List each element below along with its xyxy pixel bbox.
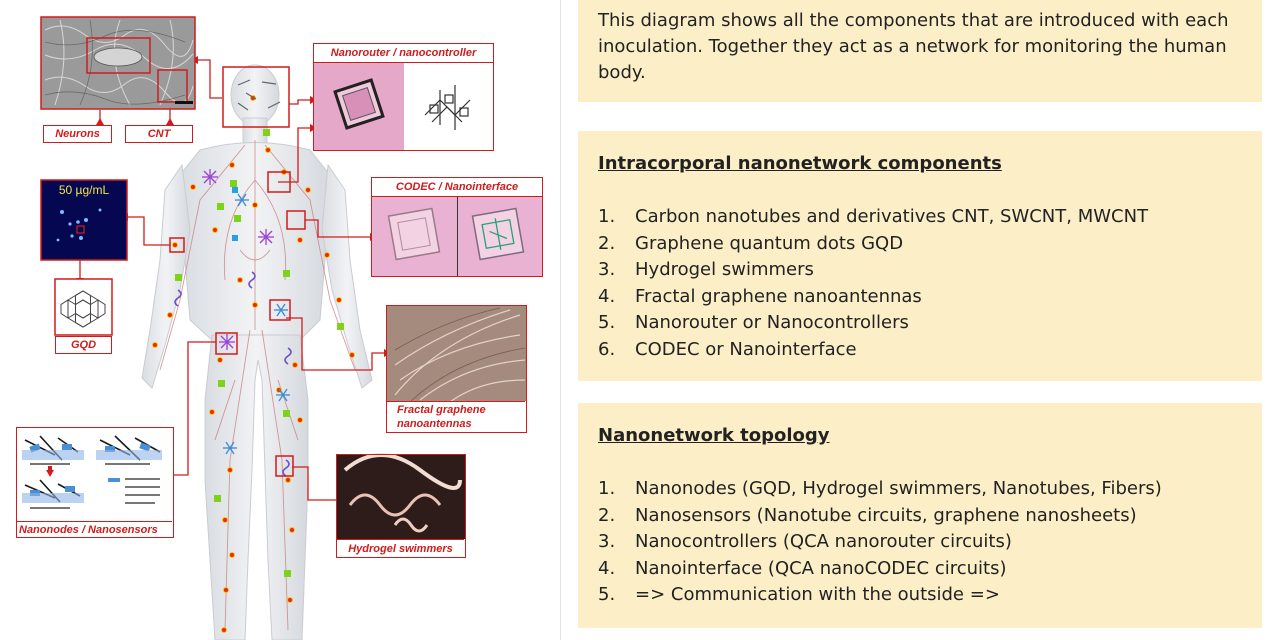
human-body-silhouette bbox=[141, 64, 373, 640]
hydrogel-image bbox=[337, 453, 465, 539]
components-box: Intracorporal nanonetwork components 1.C… bbox=[578, 131, 1262, 381]
list-item: 4.Fractal graphene nanoantennas bbox=[598, 285, 922, 307]
fractal-panel: Fractal graphene nanoantennas bbox=[386, 305, 527, 433]
list-item: 3.Nanocontrollers (QCA nanorouter circui… bbox=[598, 531, 1012, 552]
nanorouter-title: Nanorouter / nanocontroller bbox=[314, 44, 493, 63]
list-item: 5.=> Communication with the outside => bbox=[598, 584, 1000, 605]
list-item: 3.Hydrogel swimmers bbox=[598, 259, 814, 280]
fractal-image bbox=[387, 306, 526, 403]
gqd-concentration-label: 50 µg/mL bbox=[58, 183, 110, 197]
list-item: 1.Carbon nanotubes and derivatives CNT, … bbox=[598, 206, 1149, 227]
nanonodes-panel: Nanonodes / Nanosensors bbox=[16, 427, 174, 538]
nanonetwork-diagram: Neurons CNT Nanorouter / nanocontroller … bbox=[0, 0, 560, 640]
neurons-micrograph bbox=[40, 16, 196, 110]
list-item: 4.Nanointerface (QCA nanoCODEC circuits) bbox=[598, 557, 1007, 579]
body-highlight-boxes bbox=[169, 66, 306, 477]
nanoantenna-stars bbox=[202, 169, 274, 350]
list-item: 1.Nanonodes (GQD, Hydrogel swimmers, Nan… bbox=[598, 478, 1162, 499]
intro-text: This diagram shows all the components th… bbox=[598, 10, 1229, 83]
gqd-label: GQD bbox=[55, 336, 112, 354]
components-list: 1.Carbon nanotubes and derivatives CNT, … bbox=[598, 204, 1242, 363]
topology-list: 1.Nanonodes (GQD, Hydrogel swimmers, Nan… bbox=[598, 476, 1242, 609]
connector-lines bbox=[79, 59, 384, 501]
list-item: 5.Nanorouter or Nanocontrollers bbox=[598, 312, 909, 333]
nanorouter-panel: Nanorouter / nanocontroller bbox=[313, 43, 494, 151]
text-column: This diagram shows all the components th… bbox=[561, 0, 1280, 640]
hydrogel-label: Hydrogel swimmers bbox=[337, 539, 464, 557]
list-item: 2.Nanosensors (Nanotube circuits, graphe… bbox=[598, 504, 1137, 526]
blue-stars bbox=[223, 193, 290, 455]
topology-heading: Nanonetwork topology bbox=[598, 425, 830, 446]
nanonodes-label: Nanonodes / Nanosensors bbox=[17, 521, 172, 537]
fractal-label: Fractal graphene nanoantennas bbox=[387, 401, 525, 431]
gqd-molecule bbox=[54, 278, 113, 336]
hydrogel-squiggles bbox=[174, 271, 292, 477]
hydrogel-panel: Hydrogel swimmers bbox=[336, 454, 466, 558]
cnt-fibers bbox=[237, 79, 281, 111]
cnt-label: CNT bbox=[125, 125, 193, 143]
neurons-label: Neurons bbox=[43, 125, 112, 143]
list-item: 2.Graphene quantum dots GQD bbox=[598, 232, 904, 254]
codec-title: CODEC / Nanointerface bbox=[372, 178, 542, 197]
topology-box: Nanonetwork topology 1.Nanonodes (GQD, H… bbox=[578, 403, 1262, 628]
gqd-fluorescence-image bbox=[40, 179, 128, 261]
codec-images bbox=[372, 196, 542, 276]
nanonodes-diagrams bbox=[17, 428, 173, 521]
list-item: 6.CODEC or Nanointerface bbox=[598, 338, 857, 360]
components-heading: Intracorporal nanonetwork components bbox=[598, 153, 1002, 174]
nanorouter-images bbox=[314, 62, 493, 150]
column-divider bbox=[560, 0, 561, 640]
codec-panel: CODEC / Nanointerface bbox=[371, 177, 543, 277]
body-illustration bbox=[17, 16, 542, 640]
intro-box: This diagram shows all the components th… bbox=[578, 0, 1262, 102]
nanoparticle-dots bbox=[152, 95, 355, 633]
